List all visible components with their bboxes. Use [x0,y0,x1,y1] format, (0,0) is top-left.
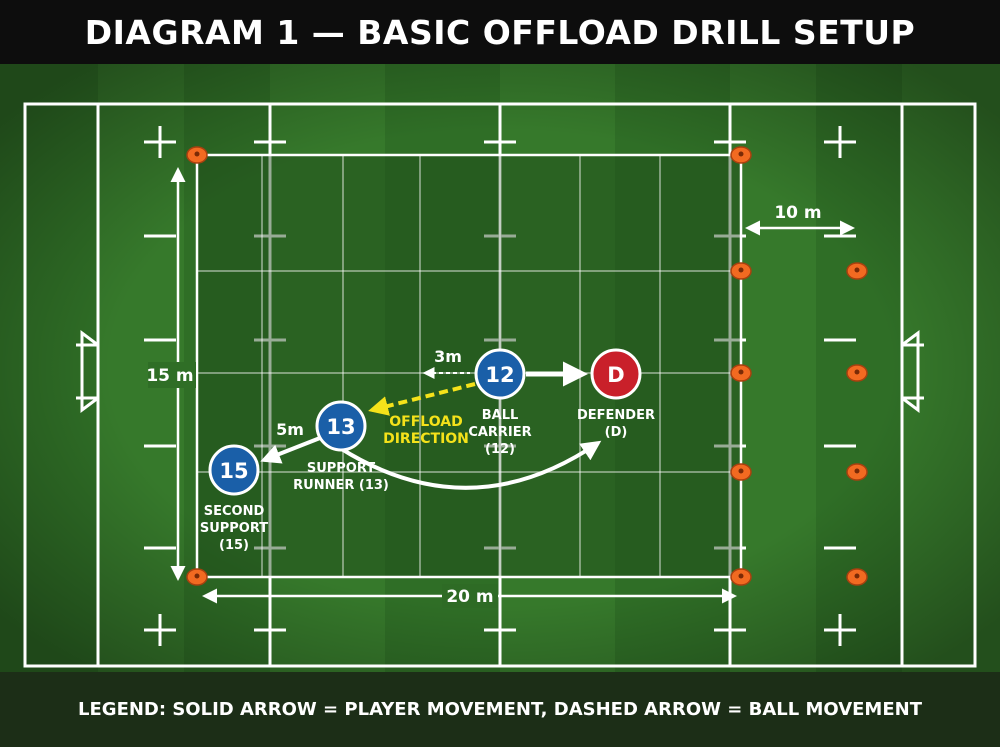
width-label: 20 m [446,587,493,607]
svg-text:DEFENDER: DEFENDER [577,408,655,423]
svg-text:15: 15 [219,459,248,483]
svg-text:(15): (15) [219,538,249,553]
svg-text:BALL: BALL [482,408,519,423]
player-support-runner: 13 SUPPORT RUNNER (13) [293,400,389,493]
svg-text:SECOND: SECOND [204,504,265,519]
drill-area [195,153,743,579]
width-label-bg [442,584,498,608]
svg-text:13: 13 [326,415,355,439]
cone-top [854,468,860,474]
support-run-arrow [338,440,602,490]
svg-text:12: 12 [485,363,514,387]
offload-ball-arrow [368,382,476,416]
svg-text:RUNNER (13): RUNNER (13) [293,478,389,493]
height-label-bg [148,362,196,388]
support-gap-label: 5m [276,420,304,439]
goal-post-right [901,330,924,413]
cone-top [738,369,744,375]
carrier-gap-label: 3m [434,347,462,366]
svg-text:(D): (D) [605,425,628,440]
legend: LEGEND: SOLID ARROW = PLAYER MOVEMENT, D… [0,672,1000,747]
svg-text:CARRIER: CARRIER [468,425,531,440]
svg-text:SUPPORT: SUPPORT [307,461,375,476]
height-label: 15 m [146,366,193,386]
cone-top [194,151,200,157]
svg-text:D: D [607,363,624,387]
cone-top [194,573,200,579]
cone-top [854,267,860,273]
cone-top [738,468,744,474]
support-to-second-arrow [260,436,321,464]
goal-post-left [76,330,99,413]
cone-top [854,573,860,579]
page-title: DIAGRAM 1 — BASIC OFFLOAD DRILL SETUP [0,0,1000,64]
cone-top [738,267,744,273]
cone-top [854,369,860,375]
offload-label-line1: OFFLOAD [389,414,462,430]
cone-top [738,573,744,579]
rugby-field-diagram: 15 m 20 m 10 m 3m 5m OFFLOAD DIRECTION 1… [0,64,1000,672]
cones [186,146,868,586]
player-ball-carrier: 12 BALL CARRIER (12) [468,348,532,457]
end-gap-label: 10 m [774,203,821,223]
player-defender: D DEFENDER (D) [577,348,655,440]
player-second-support: 15 SECOND SUPPORT (15) [200,444,268,553]
cone-top [738,151,744,157]
svg-text:(12): (12) [485,442,515,457]
svg-text:SUPPORT: SUPPORT [200,521,268,536]
offload-label-line2: DIRECTION [383,431,469,447]
